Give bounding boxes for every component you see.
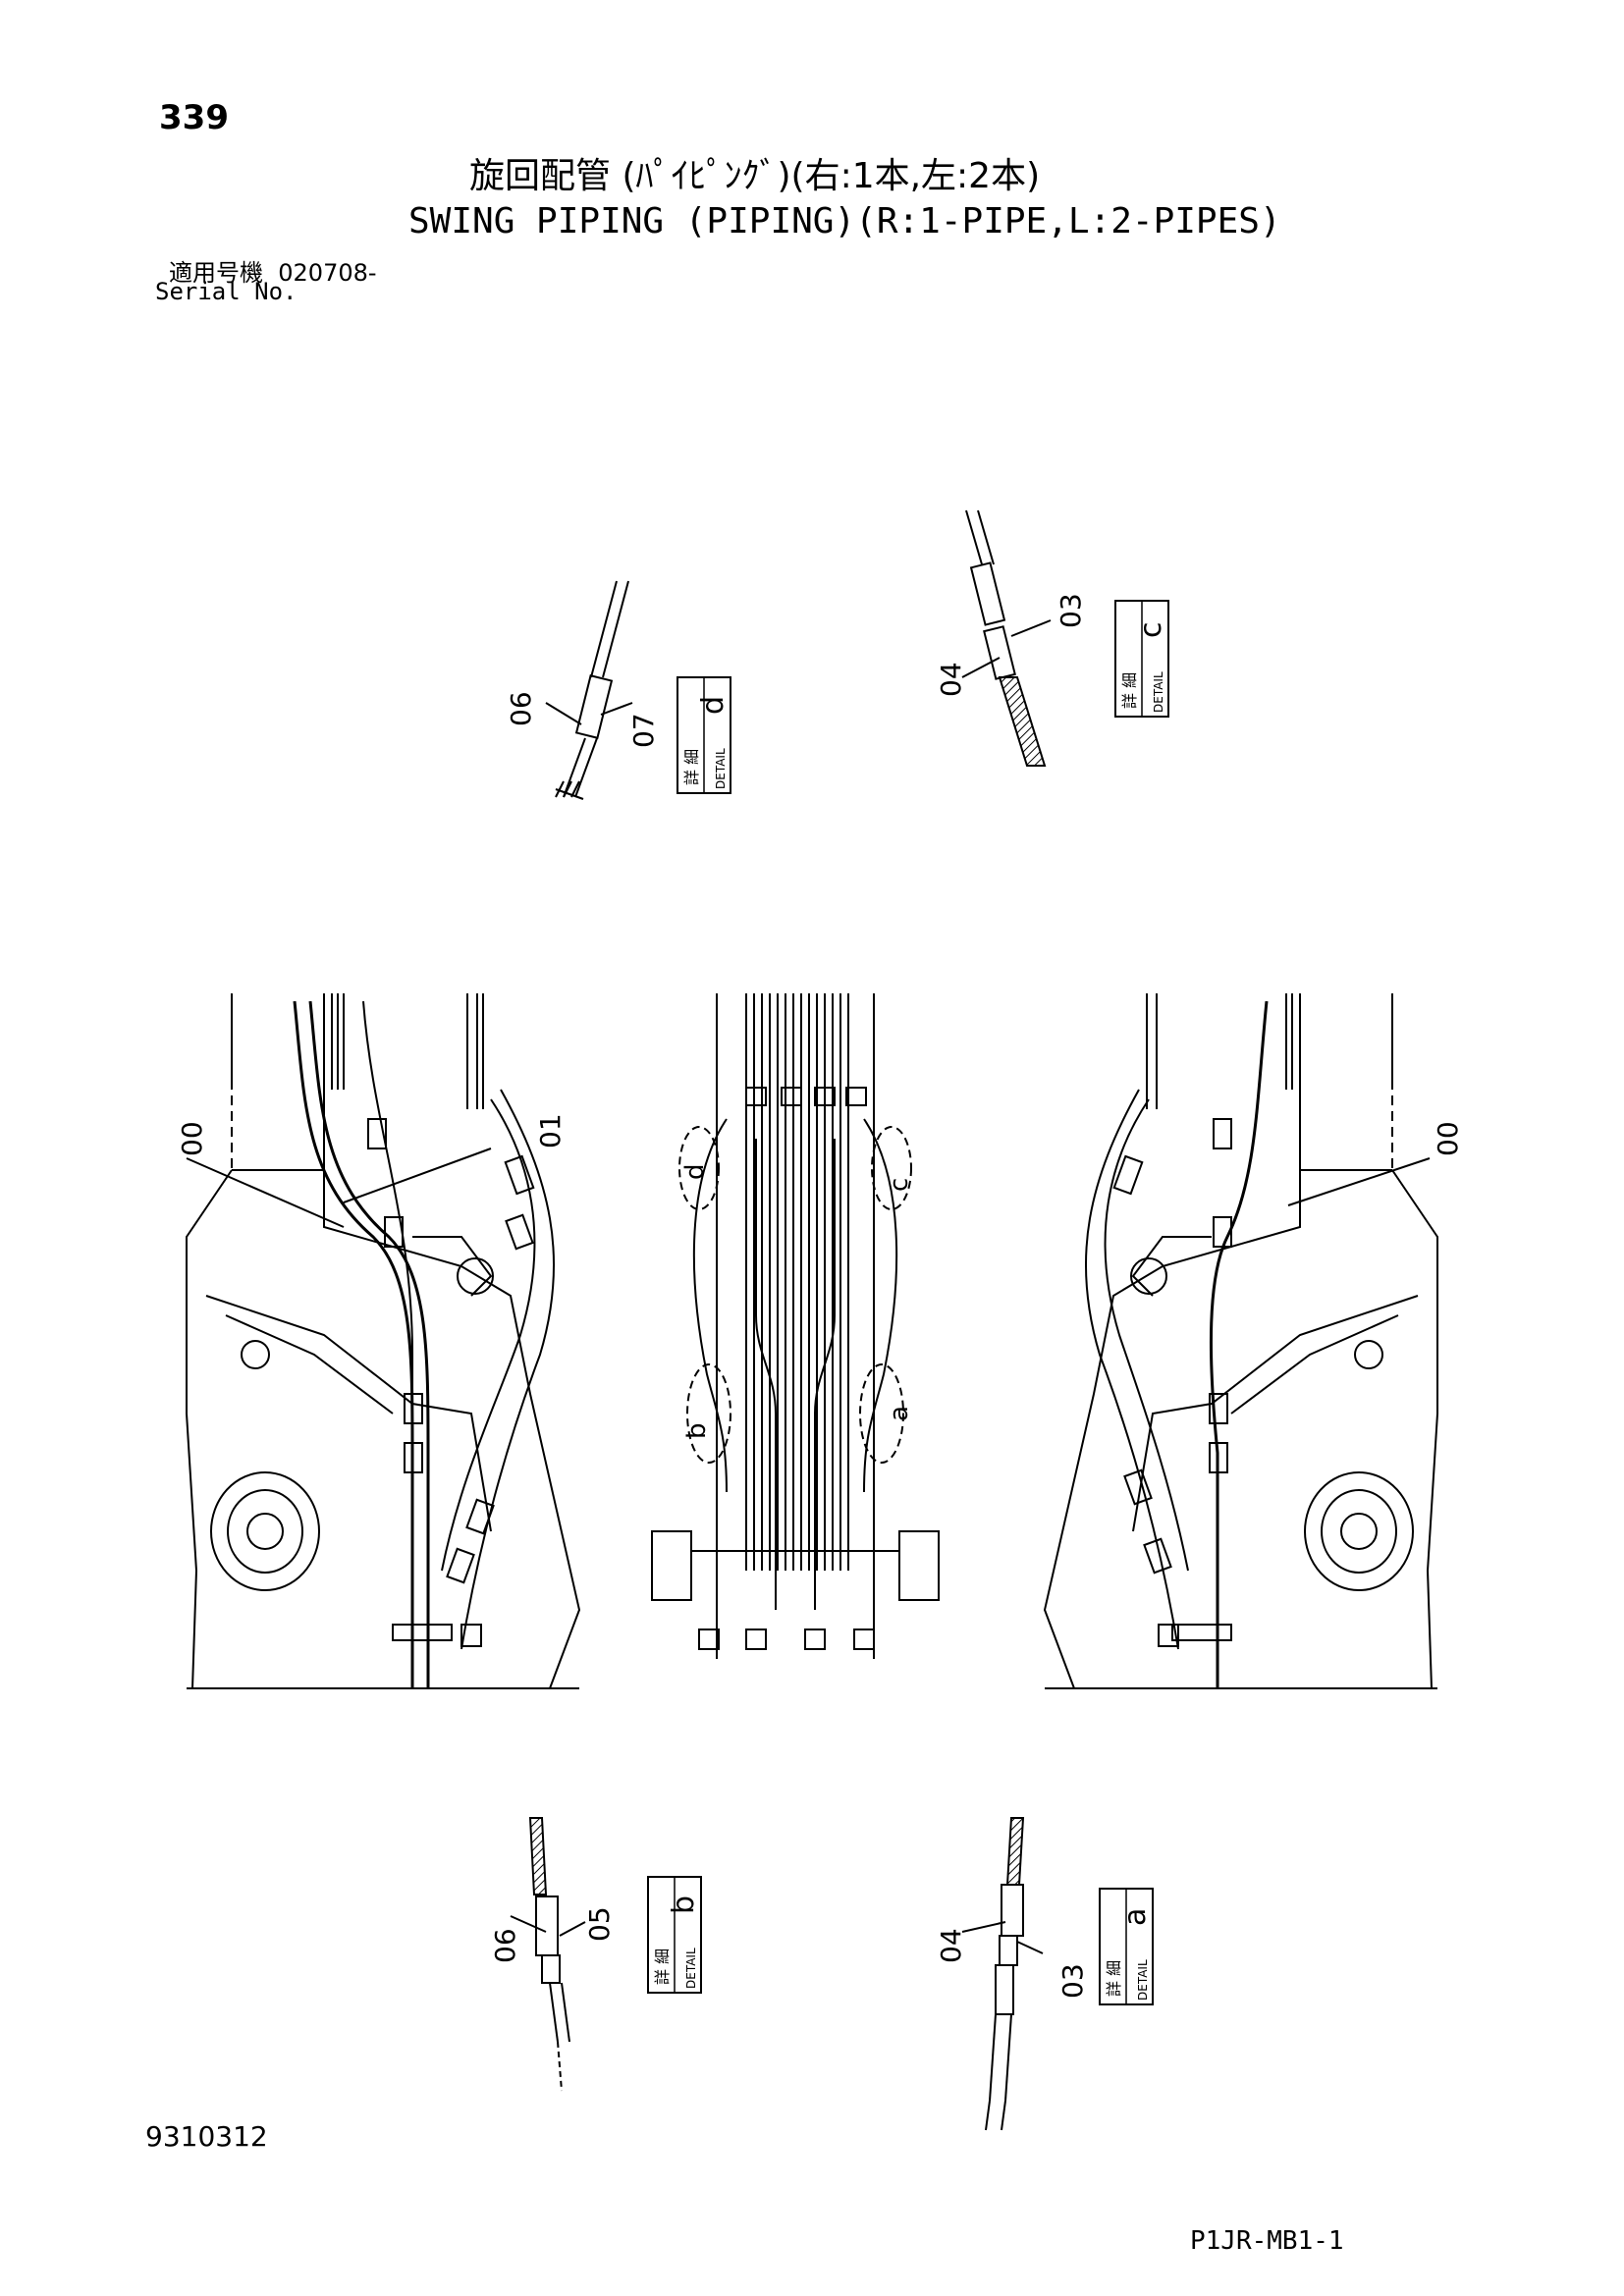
callout-04-c: 04 — [935, 662, 967, 697]
main-left-view — [186, 993, 581, 1689]
callout-03-a: 03 — [1056, 1963, 1089, 1999]
detail-a-view — [961, 1817, 1044, 2131]
serial-label-en: Serial No. — [155, 278, 298, 305]
detail-box-c: 詳 細 DETAIL c — [1114, 600, 1169, 718]
detail-label-d: DETAIL — [714, 748, 728, 789]
serial-value: 020708- — [278, 259, 377, 287]
callout-06-d: 06 — [505, 691, 537, 726]
callout-letter-d-main: d — [680, 1163, 710, 1180]
callout-00-right: 00 — [1432, 1121, 1464, 1156]
serial-label-jp: 適用号機 — [169, 259, 263, 287]
serial-info-jp: 適用号機 020708- — [169, 253, 377, 288]
page-code: P1JR-MB1-1 — [1190, 2226, 1344, 2256]
detail-box-d: 詳 細 DETAIL d — [677, 676, 731, 794]
page-title-en: SWING PIPING (PIPING)(R:1-PIPE,L:2-PIPES… — [408, 201, 1281, 241]
doc-code: 9310312 — [145, 2120, 268, 2153]
callout-06-b: 06 — [489, 1928, 521, 1963]
main-center-view — [651, 993, 940, 1659]
callout-04-a: 04 — [935, 1928, 967, 1963]
callout-07-d: 07 — [627, 713, 660, 748]
detail-letter-a: a — [1118, 1908, 1153, 1926]
detail-kanji-a: 詳 細 — [1105, 1960, 1123, 1997]
page-number: 339 — [159, 98, 229, 137]
detail-kanji-d: 詳 細 — [682, 749, 701, 785]
callout-letter-a-main: a — [885, 1406, 914, 1421]
detail-box-a: 詳 細 DETAIL a — [1099, 1888, 1154, 2005]
detail-letter-b: b — [667, 1896, 701, 1914]
callout-05-b: 05 — [583, 1906, 616, 1942]
detail-kanji-c: 詳 細 — [1120, 672, 1139, 709]
detail-c-view — [961, 509, 1052, 767]
callout-00-left: 00 — [176, 1121, 208, 1156]
callout-letter-c-main: c — [885, 1178, 914, 1192]
main-right-view — [1043, 993, 1438, 1689]
detail-d-view — [545, 580, 633, 800]
detail-letter-d: d — [696, 696, 731, 715]
detail-label-c: DETAIL — [1152, 671, 1165, 713]
detail-box-b: 詳 細 DETAIL b — [647, 1876, 702, 1994]
callout-01-left: 01 — [534, 1113, 567, 1148]
detail-label-a: DETAIL — [1136, 1959, 1150, 2001]
detail-kanji-b: 詳 細 — [653, 1949, 672, 1985]
detail-letter-c: c — [1134, 622, 1168, 639]
callout-03-c: 03 — [1055, 593, 1087, 628]
detail-label-b: DETAIL — [684, 1948, 698, 1989]
detail-b-view — [510, 1817, 586, 2092]
callout-letter-b-main: b — [682, 1422, 712, 1439]
page-title-jp: 旋回配管 (ﾊﾟｲﾋﾟﾝｸﾞ)(右:1本,左:2本) — [469, 156, 1041, 196]
